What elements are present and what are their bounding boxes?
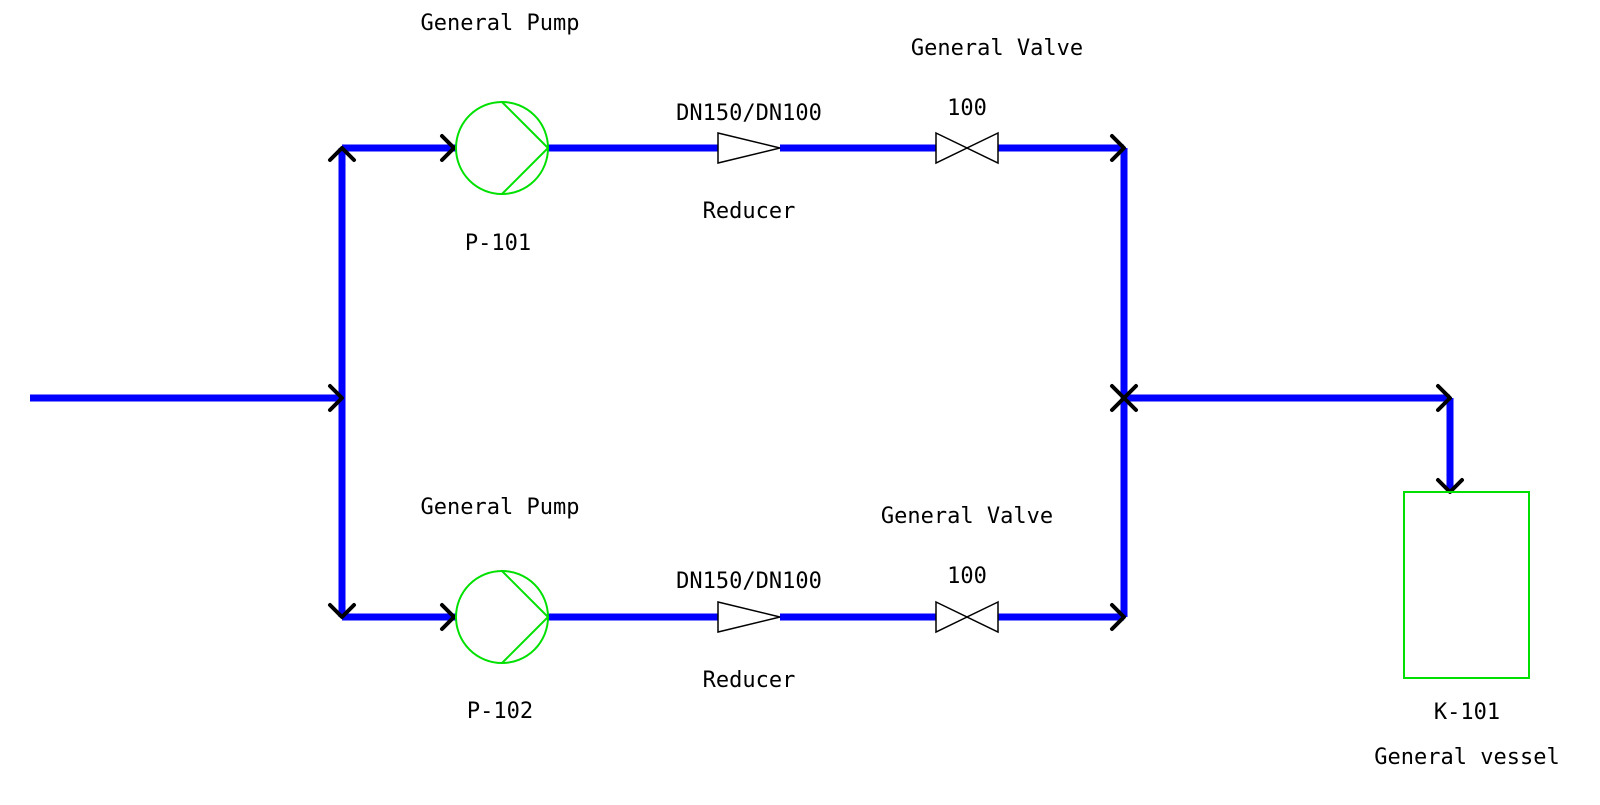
pump-1-type-label: General Pump (421, 11, 580, 36)
junction-cross (1110, 384, 1138, 412)
pump-p-101[interactable] (455, 101, 550, 195)
pump-icon (455, 101, 549, 195)
vessel-type-label: General vessel (1374, 745, 1559, 770)
flow-arrow-branch-2-end (1110, 603, 1126, 631)
reducer-2-label: Reducer (703, 668, 796, 693)
pump-p-102[interactable] (455, 570, 550, 664)
vessel-k-101[interactable] (1403, 491, 1530, 679)
pump-1-tag-label: P-101 (465, 231, 531, 256)
pipe-network (30, 144, 1454, 621)
flow-arrow-header-up (328, 146, 356, 162)
flow-arrow-pump-1-inlet (440, 134, 456, 162)
reducer-1-label: Reducer (703, 199, 796, 224)
valve-1-type-label: General Valve (911, 36, 1083, 61)
valve-1-icon[interactable] (935, 131, 999, 165)
reducer-2-size-label: DN150/DN100 (676, 569, 822, 594)
valve-1-size-label: 100 (947, 96, 987, 121)
flow-arrow-branch-1-end (1110, 134, 1126, 162)
flow-arrows (328, 134, 1464, 631)
valve-2-type-label: General Valve (881, 504, 1053, 529)
flow-arrow-inlet (328, 384, 344, 412)
flow-arrow-header-down (328, 603, 356, 619)
reducer-1-icon[interactable] (717, 132, 781, 164)
flow-arrow-pump-2-inlet (440, 603, 456, 631)
pump-2-type-label: General Pump (421, 495, 580, 520)
valve-2-size-label: 100 (947, 564, 987, 589)
valve-2-icon[interactable] (935, 600, 999, 634)
reducer-2-icon[interactable] (717, 601, 781, 633)
vessel-tag-label: K-101 (1434, 700, 1500, 725)
reducer-1-size-label: DN150/DN100 (676, 101, 822, 126)
pump-impeller-icon (501, 570, 550, 664)
flow-arrow-outlet (1436, 384, 1452, 412)
pump-2-tag-label: P-102 (467, 699, 533, 724)
pump-icon (455, 570, 549, 664)
pump-impeller-icon (501, 101, 550, 195)
